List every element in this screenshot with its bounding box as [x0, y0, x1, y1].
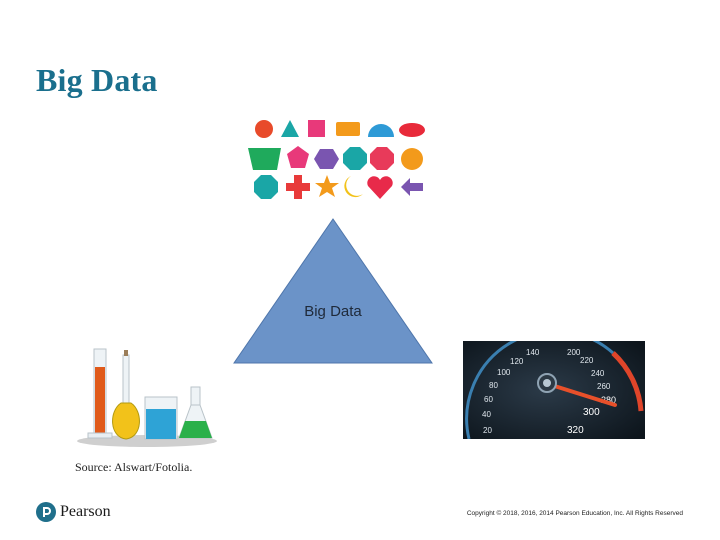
svg-text:200: 200 [567, 348, 581, 357]
svg-text:100: 100 [497, 368, 511, 377]
copyright-notice: Copyright © 2018, 2016, 2014 Pearson Edu… [466, 510, 683, 517]
svg-text:240: 240 [591, 369, 605, 378]
triangle-label: Big Data [304, 303, 362, 320]
svg-text:80: 80 [489, 381, 498, 390]
svg-text:320: 320 [567, 425, 584, 436]
shapes-collection-icon [248, 120, 425, 199]
slide-title: Big Data [36, 62, 158, 98]
svg-text:40: 40 [482, 410, 491, 419]
pearson-logo-text: Pearson [60, 503, 111, 520]
big-data-triangle: Big Data [233, 218, 433, 364]
speedometer-icon: 20 40 60 80 100 120 140 200 220 240 260 … [463, 341, 645, 439]
pearson-logo-icon [36, 502, 56, 522]
svg-text:20: 20 [483, 426, 492, 435]
image-source-caption: Source: Alswart/Fotolia. [75, 460, 193, 474]
svg-text:220: 220 [580, 356, 594, 365]
svg-text:300: 300 [583, 407, 600, 418]
svg-text:260: 260 [597, 382, 611, 391]
svg-text:280: 280 [601, 395, 616, 405]
svg-text:60: 60 [484, 395, 493, 404]
svg-text:120: 120 [510, 357, 524, 366]
pearson-logo: Pearson [36, 502, 111, 522]
svg-text:140: 140 [526, 348, 540, 357]
laboratory-glassware-icon [77, 348, 217, 447]
